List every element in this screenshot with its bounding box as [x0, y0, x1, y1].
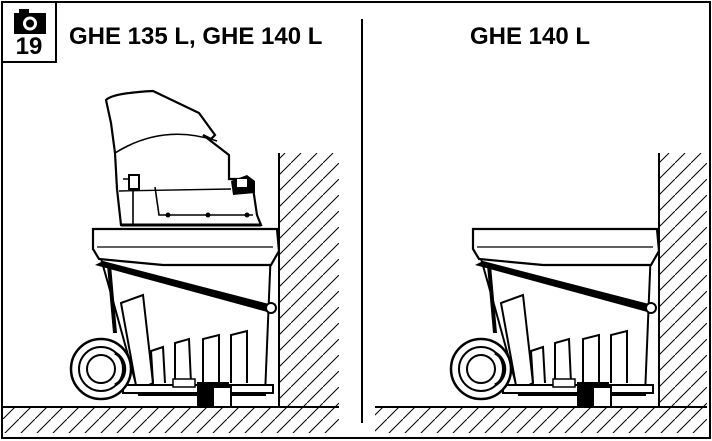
left-panel-title: GHE 135 L, GHE 140 L [69, 23, 323, 50]
right-panel-title: GHE 140 L [470, 23, 591, 50]
illustration [3, 89, 707, 433]
figure-badge: 19 [3, 3, 57, 63]
camera-icon [14, 9, 46, 34]
figure-number: 19 [15, 33, 43, 60]
panel-divider [361, 19, 363, 423]
motor-head [104, 89, 263, 227]
